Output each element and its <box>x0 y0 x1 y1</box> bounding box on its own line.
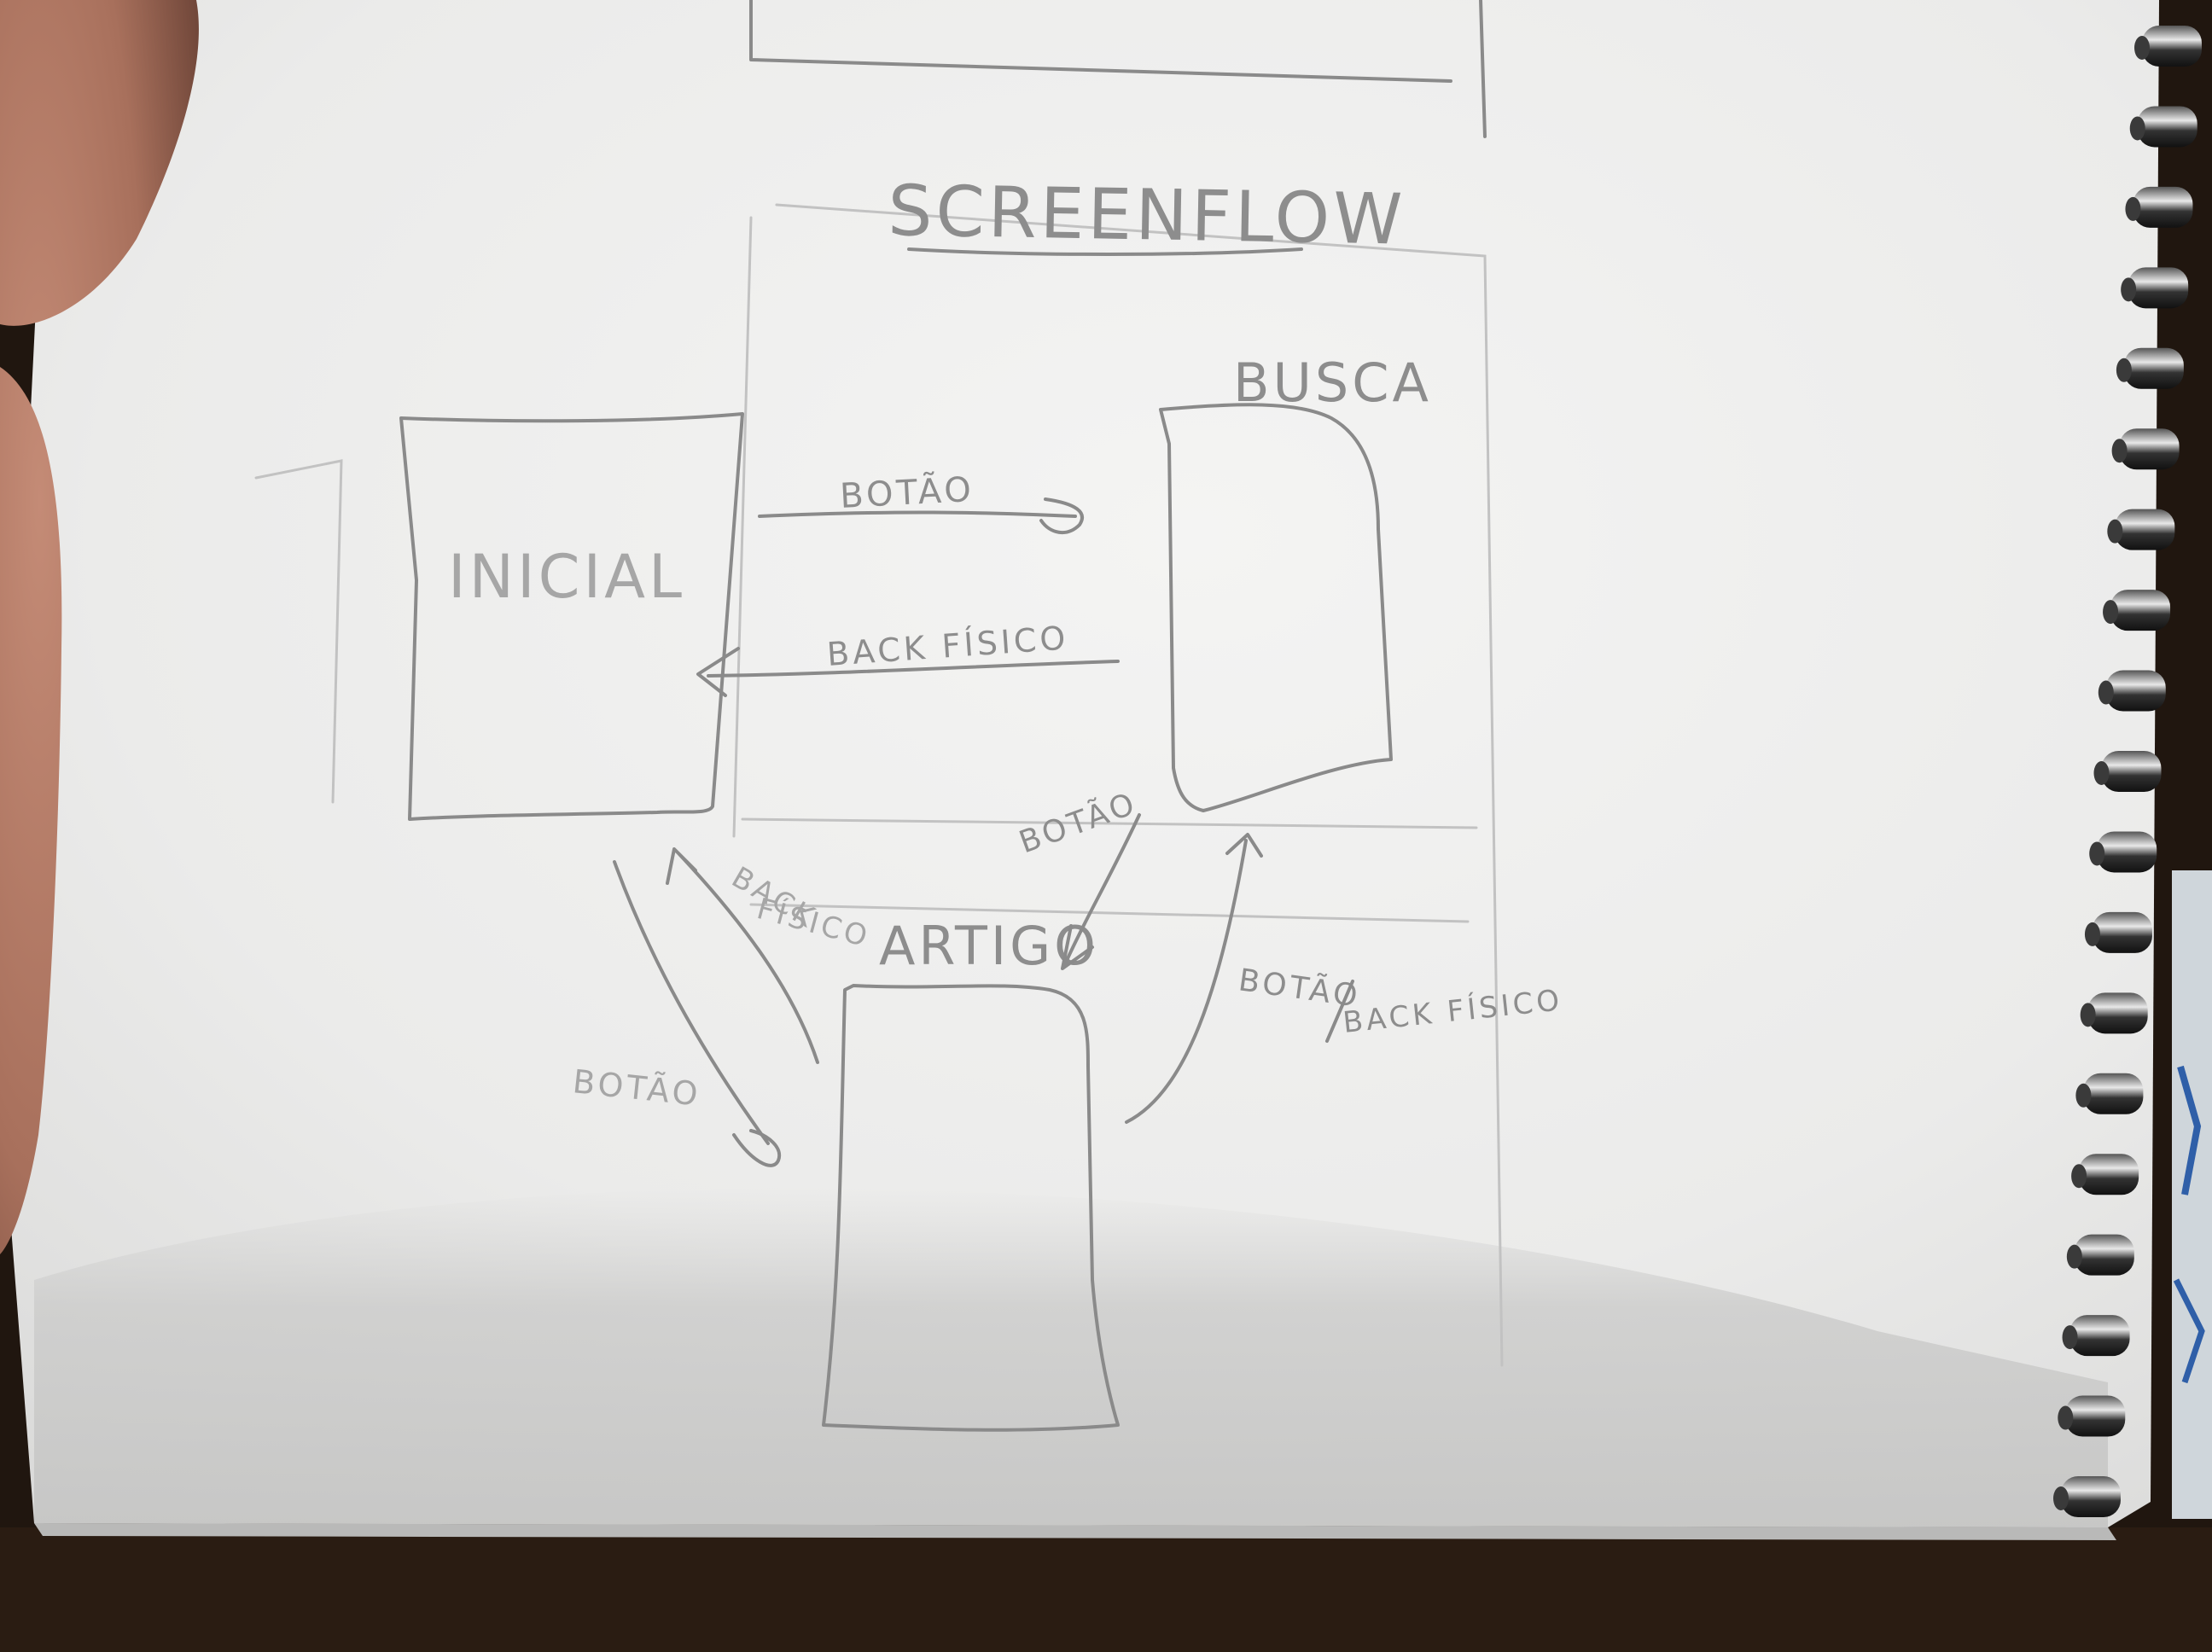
spiral-hole <box>2075 1083 2092 1108</box>
spiral-hole <box>2058 1405 2074 1430</box>
spiral-coil <box>2110 590 2171 631</box>
spiral-hole <box>2121 277 2137 302</box>
screen-artigo-frame <box>822 984 1120 1432</box>
spiral-hole <box>2084 922 2100 946</box>
spiral-coil <box>2133 186 2193 228</box>
spiral-coil <box>2061 1476 2121 1517</box>
arrow-busca-to-inicial <box>696 647 1120 697</box>
spiral-hole <box>2053 1486 2069 1510</box>
label-inicial-to-busca: BOTÃO <box>839 468 975 516</box>
spiral-coil <box>2097 831 2157 873</box>
screen-artigo-label: ARTIGO <box>879 915 1099 977</box>
paper-sheet <box>9 0 2159 1527</box>
spiral-coil <box>2087 992 2148 1034</box>
sketch-title: SCREENFLOW <box>888 171 1406 261</box>
top-box-sketch <box>749 0 1487 138</box>
spiral-coil <box>2101 751 2162 792</box>
finger <box>0 0 199 1254</box>
spiral-coil <box>2137 106 2197 148</box>
screen-inicial-frame <box>399 412 744 821</box>
spiral-coil <box>2142 26 2202 67</box>
spiral-hole <box>2093 761 2110 785</box>
spiral-coil <box>2119 428 2180 470</box>
arrow-artigo-to-inicial <box>666 847 819 1064</box>
spiral-binding <box>2053 26 2202 1517</box>
spiral-hole <box>2125 196 2141 221</box>
spiral-coil <box>2115 509 2175 550</box>
spiral-hole <box>2111 439 2128 463</box>
spiral-hole <box>2071 1164 2087 1189</box>
spiral-hole <box>2098 680 2114 705</box>
arrow-artigo-to-busca <box>1125 833 1263 1124</box>
spiral-coil <box>2074 1234 2134 1276</box>
spiral-hole <box>2066 1244 2082 1269</box>
spiral-coil <box>2083 1073 2144 1114</box>
spiral-coil <box>2105 670 2166 712</box>
spiral-hole <box>2134 36 2150 60</box>
spiral-hole <box>2103 600 2119 625</box>
spiral-coil <box>2123 347 2184 389</box>
spiral-coil <box>2065 1395 2126 1437</box>
arrow-inicial-to-artigo <box>613 860 782 1167</box>
screen-busca-frame <box>1159 403 1393 812</box>
spiral-coil <box>2092 911 2152 953</box>
spiral-hole <box>2107 519 2123 544</box>
screen-inicial-label: INICIAL <box>448 542 685 612</box>
spiral-hole <box>2080 1003 2096 1027</box>
spiral-hole <box>2062 1325 2078 1350</box>
spiral-coil <box>2069 1315 2130 1357</box>
arrow-busca-to-artigo <box>1061 813 1141 970</box>
spiral-coil <box>2128 267 2189 309</box>
title-underline <box>907 247 1303 256</box>
spiral-coil <box>2079 1154 2139 1195</box>
hand-shadow <box>34 1187 2108 1527</box>
spiral-hole <box>2116 358 2132 382</box>
arrow-inicial-to-busca <box>758 497 1084 534</box>
spiral-hole <box>2129 116 2145 141</box>
spiral-hole <box>2089 841 2105 866</box>
